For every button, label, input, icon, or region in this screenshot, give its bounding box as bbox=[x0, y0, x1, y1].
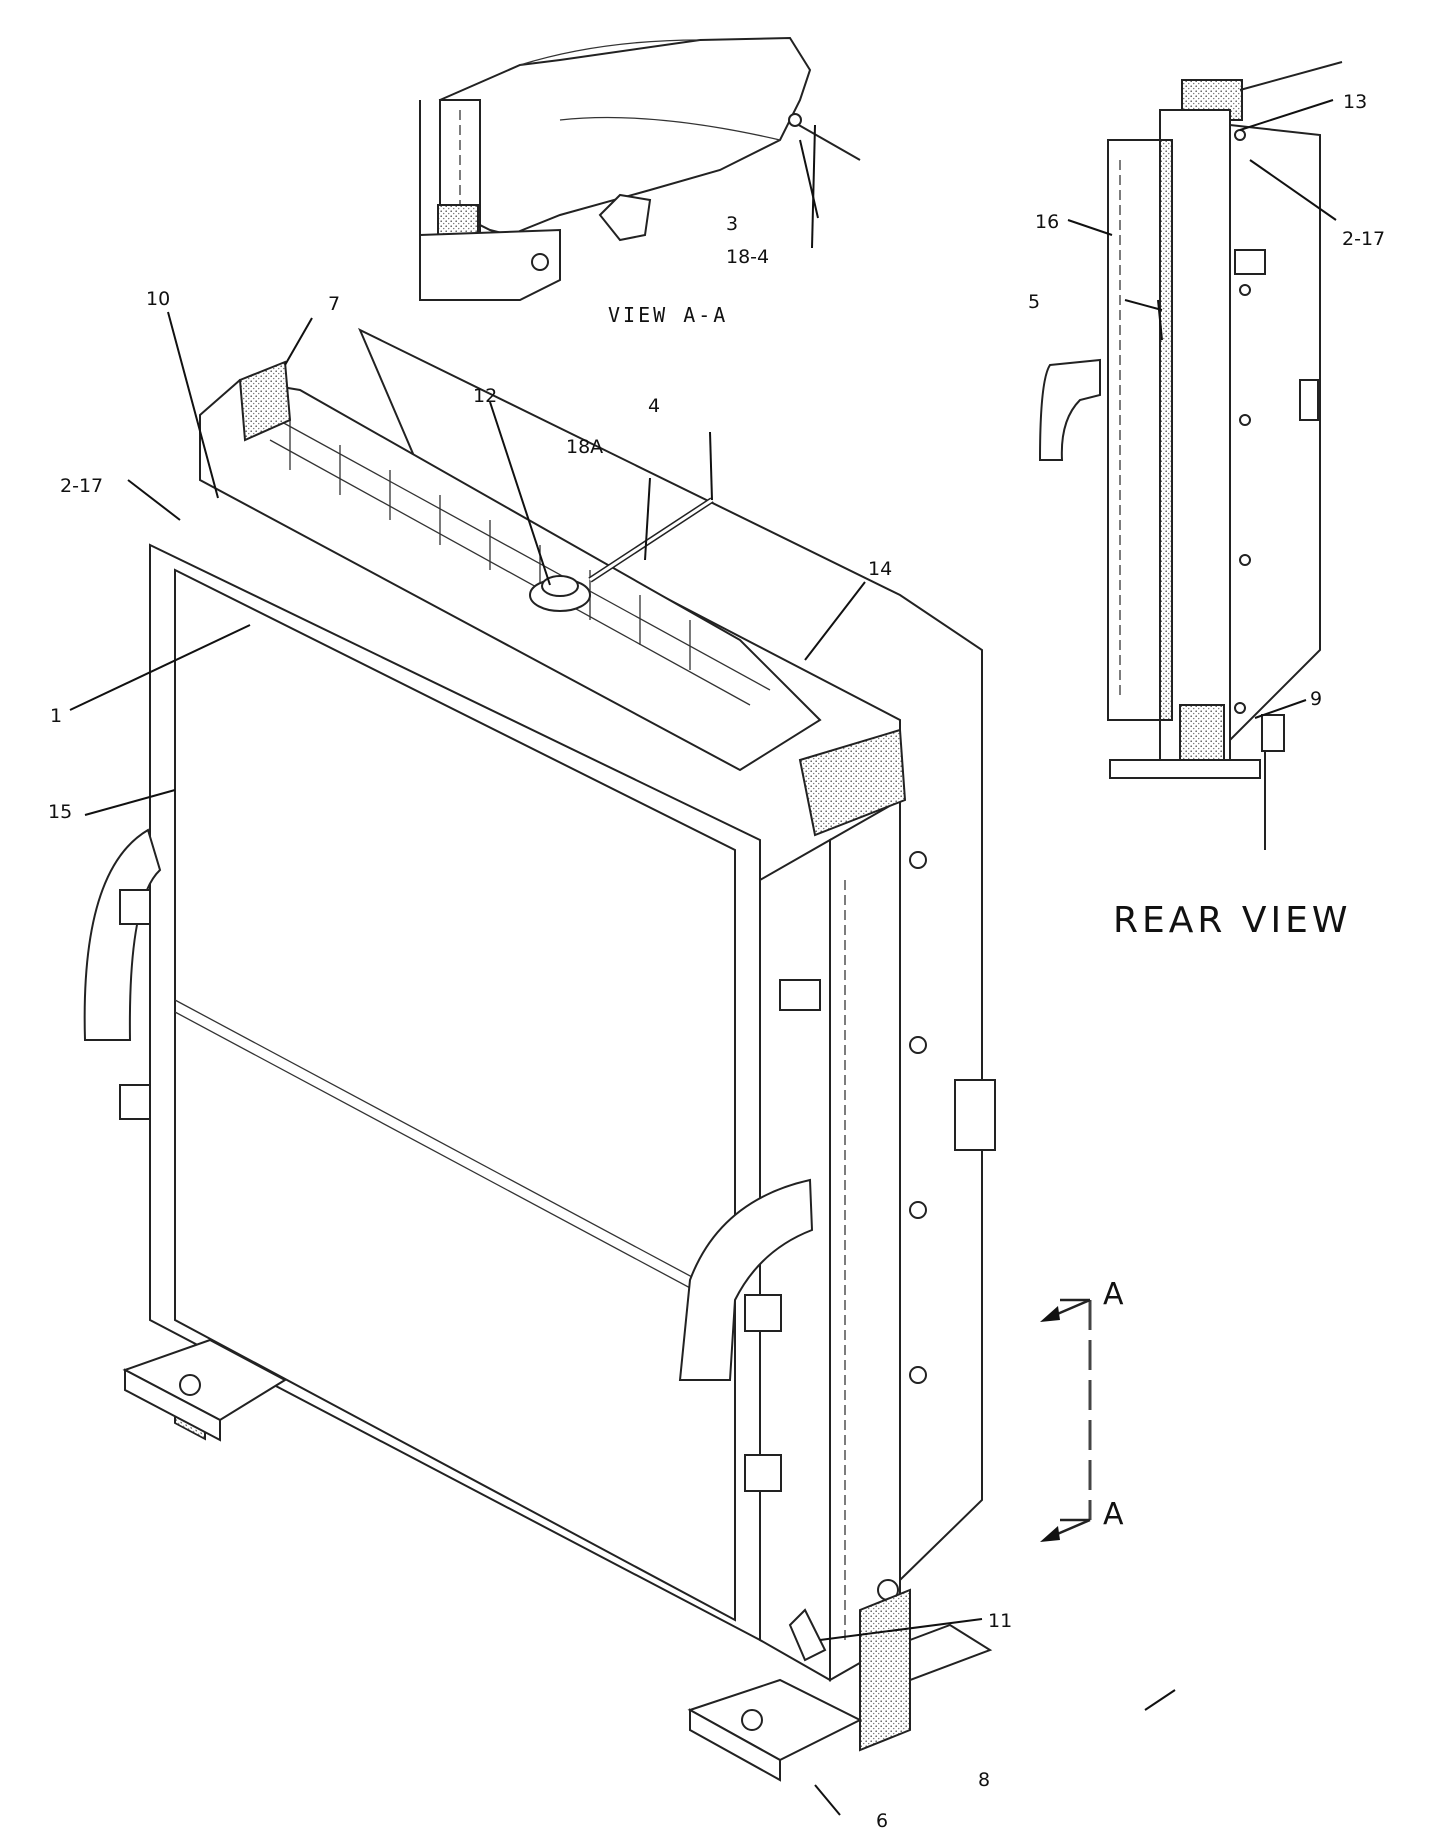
section-mark-bottom: A bbox=[1103, 1497, 1124, 1532]
callout-13: 13 bbox=[1343, 91, 1367, 113]
callout-2-17-rear: 2-17 bbox=[1342, 228, 1385, 250]
callout-16: 16 bbox=[1035, 211, 1059, 233]
callout-18-4: 18-4 bbox=[726, 246, 769, 268]
callout-14: 14 bbox=[868, 558, 892, 580]
view-a-a-title: VIEW A-A bbox=[608, 303, 728, 327]
callout-6: 6 bbox=[876, 1810, 888, 1832]
section-mark-top: A bbox=[1103, 1277, 1124, 1312]
callout-8: 8 bbox=[978, 1769, 990, 1791]
callout-3: 3 bbox=[726, 213, 738, 235]
section-cut-line bbox=[1040, 1298, 1092, 1542]
callout-18a: 18A bbox=[566, 436, 603, 458]
mounting-feet bbox=[122, 1338, 993, 1782]
rear-view-title: REAR VIEW bbox=[1113, 900, 1351, 941]
rear-view-drawing bbox=[1038, 61, 1343, 850]
side-bolts bbox=[877, 851, 927, 1601]
radiator-main-assembly bbox=[83, 327, 996, 1782]
callout-10: 10 bbox=[146, 288, 170, 310]
callout-9: 9 bbox=[1310, 688, 1322, 710]
callout-7: 7 bbox=[328, 293, 340, 315]
callout-11: 11 bbox=[988, 1610, 1012, 1632]
callout-5: 5 bbox=[1028, 291, 1040, 313]
view-a-a-detail bbox=[419, 36, 861, 301]
callout-1: 1 bbox=[50, 705, 62, 727]
callout-labels: 1 2-17 3 18-4 4 18A 12 10 7 14 15 16 5 1… bbox=[48, 91, 1385, 1832]
filler-cap bbox=[529, 575, 591, 612]
callout-12: 12 bbox=[473, 385, 497, 407]
callout-2-17-main: 2-17 bbox=[60, 475, 103, 497]
leader-lines bbox=[69, 99, 1337, 1816]
callout-15: 15 bbox=[48, 801, 72, 823]
callout-4: 4 bbox=[648, 395, 660, 417]
